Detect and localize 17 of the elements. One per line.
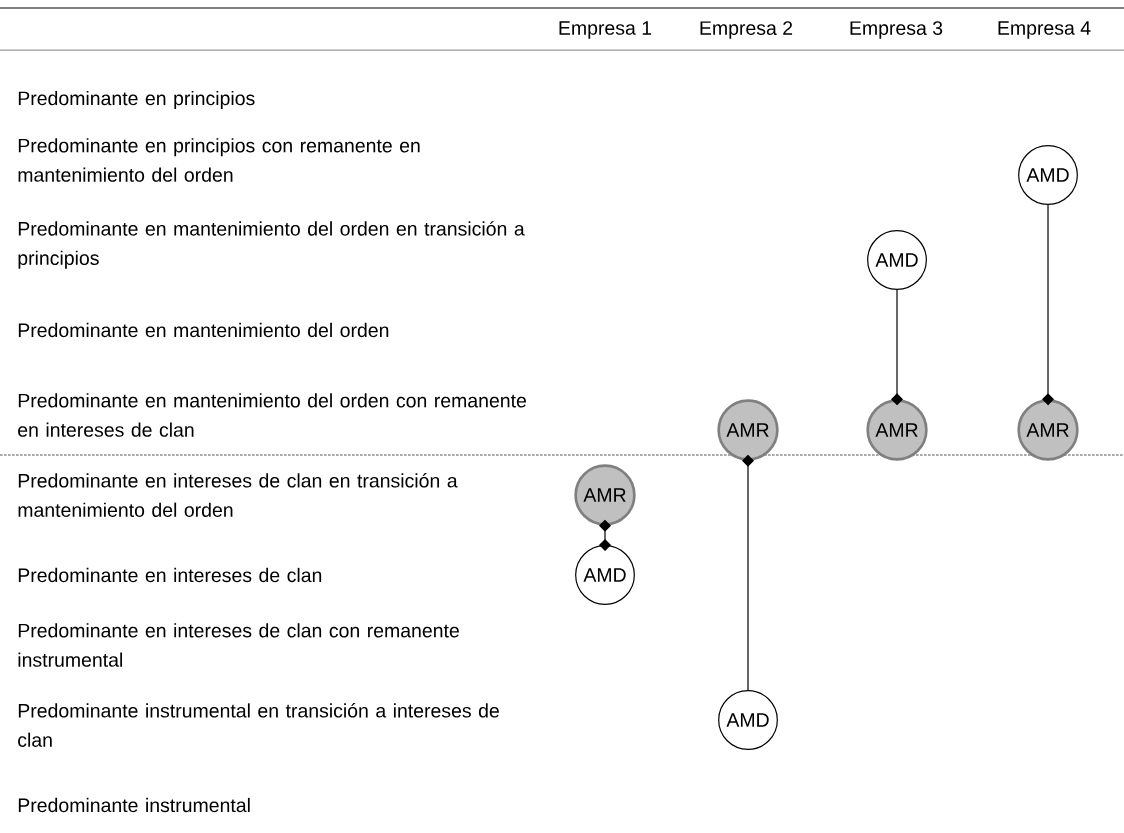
row-label: Predominante en mantenimiento del orden en transición a principios	[18, 221, 525, 269]
column-header: Empresa 1	[559, 21, 652, 39]
column-header: Empresa 4	[998, 21, 1091, 39]
row-label: Predominante en mantenimiento del orden con remanente en intereses de clan	[18, 393, 526, 437]
row-label: Predominante en intereses de clan	[18, 567, 322, 583]
row-label: Predominante en mantenimiento del orden	[18, 322, 389, 338]
row-label: Predominante instrumental en transición a intereses de clan	[18, 703, 499, 747]
column-header: Empresa 3	[850, 21, 943, 39]
connector	[891, 289, 903, 406]
row-label: Predominante en principios	[18, 90, 255, 110]
row-label: Predominante en intereses de clan con remanente instrumental	[18, 623, 459, 667]
row-label: Predominante instrumental	[18, 797, 250, 813]
connector	[742, 454, 754, 691]
row-label: Predominante en principios con remanente en mantenimiento del orden	[18, 138, 420, 182]
column-header: Empresa 2	[700, 21, 793, 39]
connector	[1042, 204, 1054, 406]
row-label: Predominante en intereses de clan en transición a mantenimiento del orden	[18, 473, 458, 517]
